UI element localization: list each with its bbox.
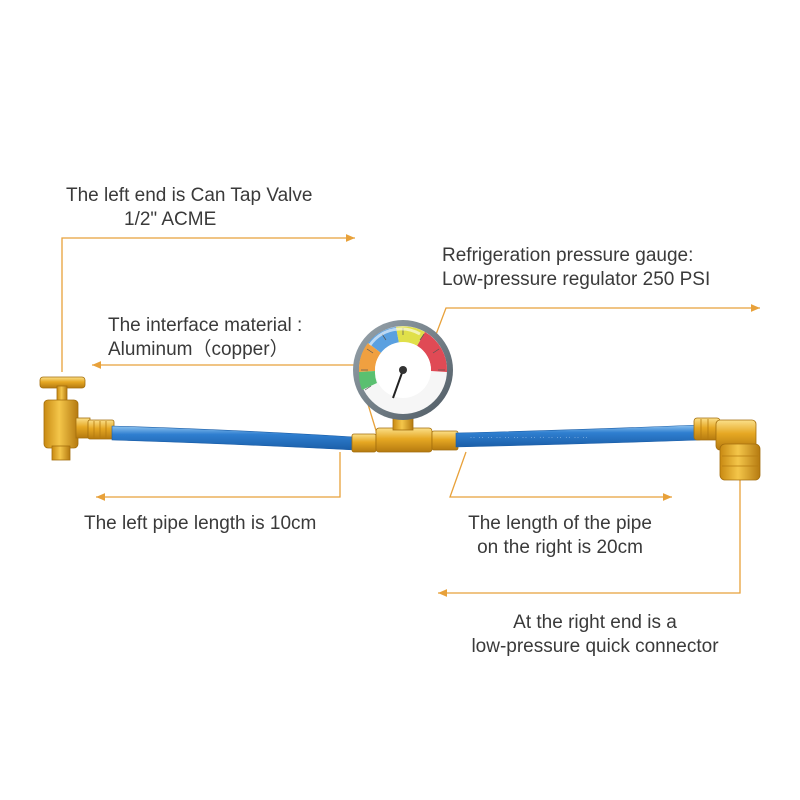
callout-interface-line2: Aluminum（copper） bbox=[108, 339, 289, 360]
callout-left-pipe-length: The left pipe length is 10cm bbox=[84, 512, 316, 536]
callout-gauge-line2: Low-pressure regulator 250 PSI bbox=[442, 269, 711, 290]
callout-right-end-line1: At the right end is a bbox=[513, 612, 677, 633]
callout-can-tap-line1: The left end is Can Tap Valve bbox=[66, 185, 313, 206]
callout-interface-material: The interface material : Aluminum（copper… bbox=[108, 314, 302, 362]
callout-interface-line1: The interface material : bbox=[108, 315, 303, 336]
callout-right-pipe-line1: The length of the pipe bbox=[468, 513, 652, 534]
leader-can-tap bbox=[61, 234, 355, 372]
right-ferrule bbox=[693, 417, 721, 441]
can-tap-valve bbox=[39, 376, 91, 461]
leader-left-pipe bbox=[96, 452, 341, 501]
callout-pressure-gauge: Refrigeration pressure gauge: Low-pressu… bbox=[442, 244, 710, 292]
callout-right-end-connector: At the right end is a low-pressure quick… bbox=[430, 611, 760, 659]
callout-right-end-line2: low-pressure quick connector bbox=[471, 636, 719, 657]
left-hose bbox=[111, 425, 355, 451]
callout-right-pipe-length: The length of the pipe on the right is 2… bbox=[440, 512, 680, 560]
leader-right-pipe bbox=[449, 451, 672, 501]
quick-connector bbox=[715, 419, 761, 481]
callout-right-pipe-line2: on the right is 20cm bbox=[477, 537, 643, 558]
leader-interface bbox=[92, 361, 379, 438]
callout-can-tap-valve: The left end is Can Tap Valve 1/2" ACME bbox=[66, 184, 312, 232]
leader-gauge bbox=[431, 304, 760, 346]
leader-right-end bbox=[438, 478, 741, 597]
callout-left-pipe-line1: The left pipe length is 10cm bbox=[84, 513, 317, 534]
hose-print: ·· ·· ·· ·· ·· ·· ·· ·· ·· ·· ·· ·· ·· ·… bbox=[470, 435, 589, 441]
callout-gauge-line1: Refrigeration pressure gauge: bbox=[442, 245, 694, 266]
pressure-gauge bbox=[353, 320, 453, 420]
callout-can-tap-line2: 1/2" ACME bbox=[124, 209, 217, 230]
left-ferrule bbox=[87, 419, 115, 440]
